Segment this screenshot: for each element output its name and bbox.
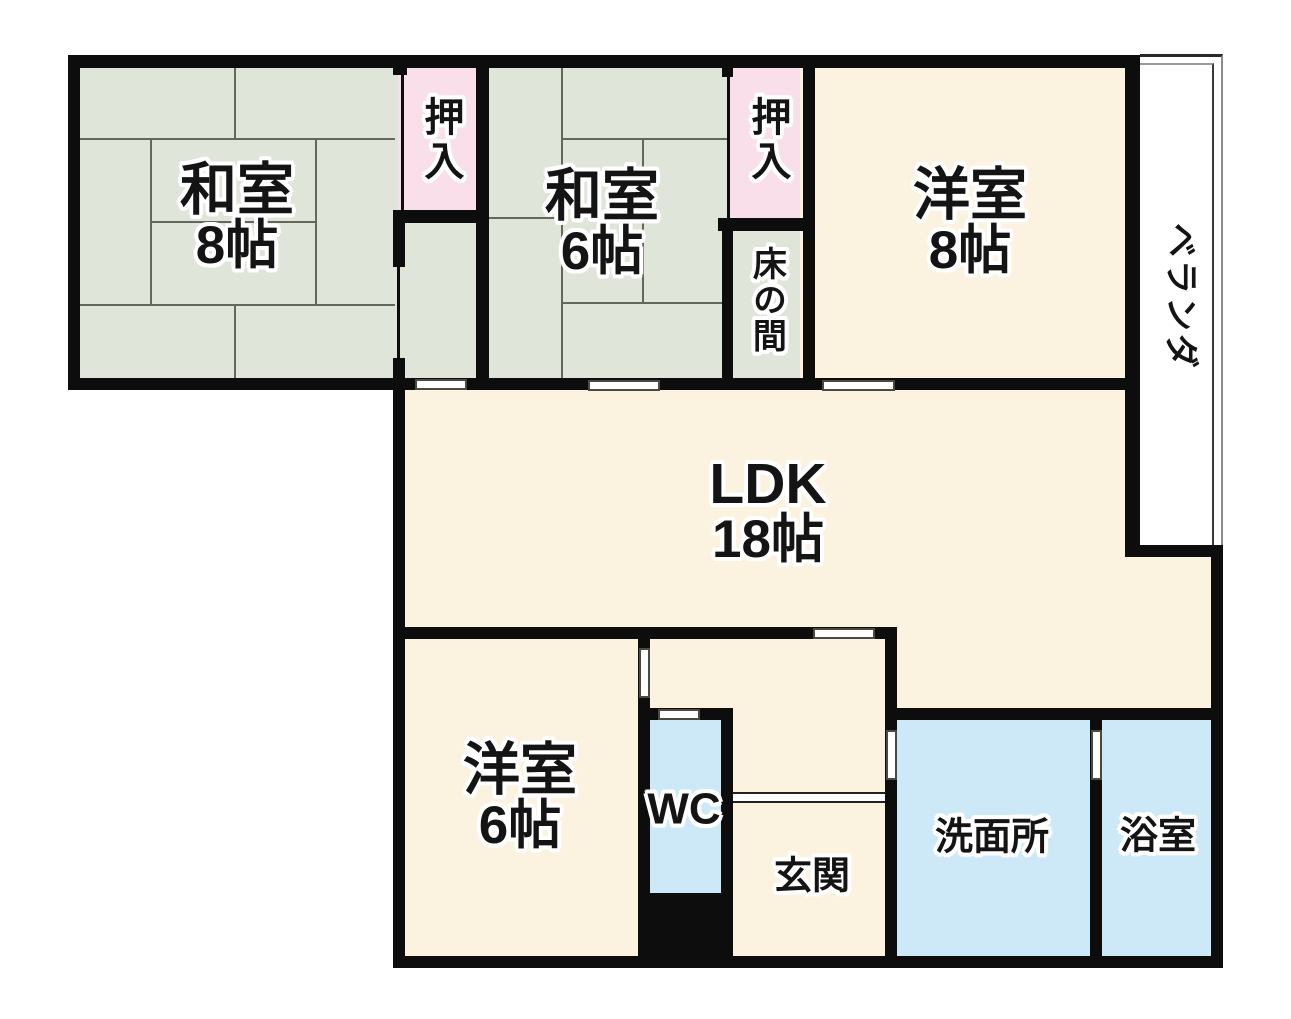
wall-veranda-bottom [1125, 545, 1223, 557]
tatami-line [562, 138, 727, 140]
room-name: 洋室 [463, 737, 577, 802]
tatami-line [80, 304, 395, 306]
room-label-genkan: 玄関 [773, 855, 851, 898]
pipe-space-block [638, 893, 733, 968]
fusuma-line-passage [397, 267, 400, 362]
room-youshitsu8-floor [800, 55, 1140, 395]
door-opening-youshitsu6 [639, 648, 650, 698]
wall-passage-right [476, 55, 489, 390]
fusuma-line-closet1 [401, 70, 404, 215]
room-label-youshitsu8: 洋室 8帖 [913, 166, 1027, 278]
wall-ldk-left [393, 378, 405, 968]
tatami-line [150, 138, 152, 306]
room-size: 8帖 [928, 221, 1012, 281]
wall-youshitsu8-left [803, 55, 815, 390]
room-youshitsu6-floor [393, 627, 650, 968]
tatami-line [561, 63, 563, 381]
wall-outer-top [68, 55, 1140, 68]
door-opening-wc [658, 709, 700, 720]
door-opening-senmenjo [886, 730, 897, 780]
room-size: 8帖 [195, 216, 279, 276]
room-name: LDK [709, 451, 827, 516]
room-label-oshiire-left: 押入 [418, 96, 463, 184]
tatami-line [487, 217, 562, 219]
wc-floor [640, 708, 733, 898]
room-size: 6帖 [478, 796, 562, 856]
room-label-ldk: LDK 18帖 [709, 455, 826, 567]
room-label-senmenjo: 洗面所 [934, 816, 1050, 859]
fusuma-line-closet2 [727, 75, 730, 220]
room-label-washitsu6: 和室 6帖 [545, 167, 659, 279]
wall-senmenjo-left [885, 627, 897, 968]
room-size: 6帖 [560, 222, 644, 282]
room-label-youshitsu6: 洋室 6帖 [463, 741, 577, 853]
wall-outer-left [68, 55, 80, 390]
tatami-line [234, 304, 236, 378]
door-opening-ldk-corridor [813, 628, 875, 639]
veranda-inner-line [1140, 63, 1214, 557]
room-label-washitsu8: 和室 8帖 [180, 161, 294, 273]
room-label-yokushitsu: 浴室 [1119, 815, 1197, 858]
wall-passage-seg1 [393, 210, 405, 267]
genkan-step-line [733, 792, 885, 803]
tatami-line [315, 138, 317, 306]
senmenjo-floor [885, 708, 1100, 968]
tatami-line [562, 302, 727, 304]
door-opening-washitsu6-ldk [588, 380, 660, 391]
room-name: 和室 [545, 163, 659, 228]
wall-closet2-bottom [718, 218, 803, 231]
room-washitsu6-floor [478, 55, 740, 390]
closet-right-floor [727, 57, 803, 220]
door-opening-youshitsu8-ldk [822, 380, 895, 391]
wall-outer-right [1211, 545, 1223, 968]
yokushitsu-floor [1092, 708, 1223, 968]
tatami-line [234, 68, 236, 140]
wall-tokonoma-left [722, 218, 733, 390]
wall-outer-bottom [393, 956, 1223, 968]
door-opening-yokushitsu [1091, 730, 1102, 780]
door-opening-passage-ldk [415, 379, 467, 390]
wall-rooms-right [1125, 55, 1140, 557]
tatami-line [150, 221, 316, 223]
tatami-line [642, 138, 644, 304]
tatami-line [80, 138, 395, 140]
wall-passage-seg2 [393, 358, 405, 390]
room-label-tokonoma: 床の間 [747, 246, 786, 354]
wall-closet2-nub [722, 55, 733, 77]
tokonoma-floor [722, 218, 803, 390]
wall-senmenjo-top [885, 708, 1223, 720]
wall-closet1-bottom [395, 210, 480, 223]
room-name: 和室 [180, 157, 294, 222]
room-size: 18帖 [712, 510, 824, 570]
wall-closet1-nub [393, 55, 407, 75]
wall-wc-right [721, 708, 733, 968]
closet-left-floor [398, 60, 480, 212]
room-label-wc: WC [647, 784, 721, 834]
veranda-area [1140, 54, 1223, 557]
room-label-oshiire-right: 押入 [745, 96, 790, 184]
room-label-veranda: ベランダ [1161, 223, 1200, 371]
room-name: 洋室 [913, 162, 1027, 227]
